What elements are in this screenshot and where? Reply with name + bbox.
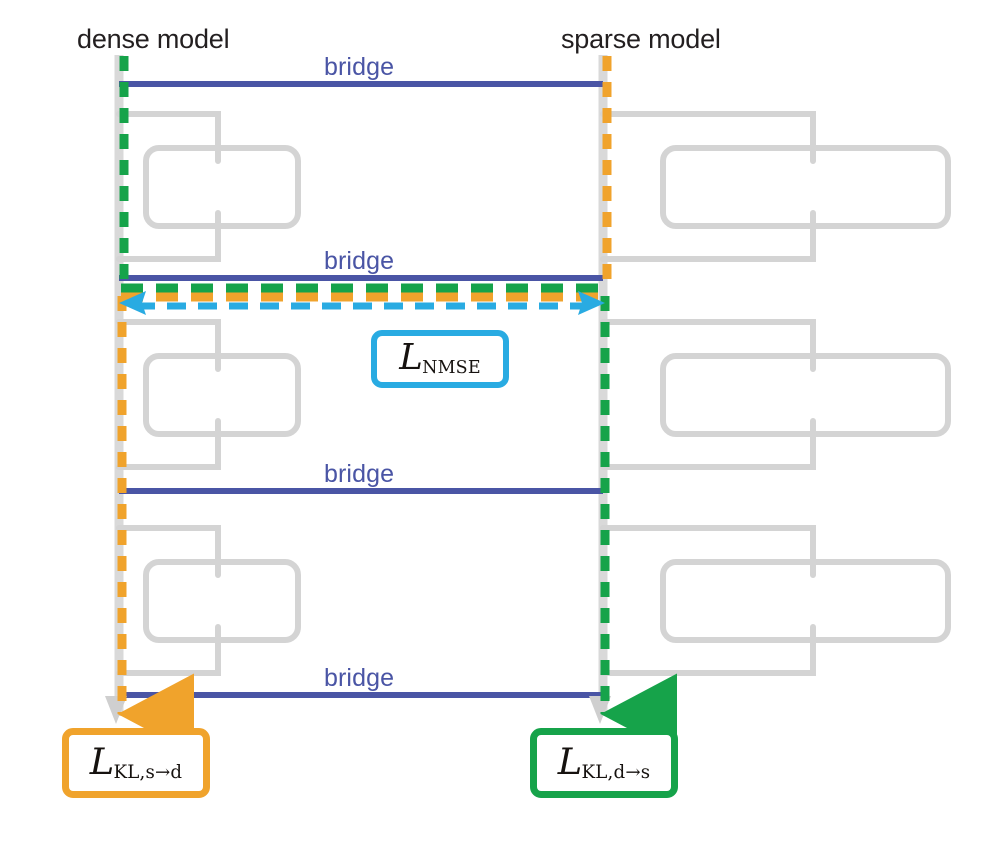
loss-kl-sd-text: LKL,s→d xyxy=(90,743,183,783)
loss-kl-ds-subscript: KL,d→s xyxy=(581,761,651,783)
exchange-cyan-line xyxy=(119,291,605,315)
nmse-arrow-right xyxy=(578,291,605,315)
dense-layer-block-1 xyxy=(116,111,301,262)
loss-nmse-text: LNMSE xyxy=(399,340,481,377)
dense-layer-block-2 xyxy=(116,319,301,470)
loss-box-kl-s-to-d: LKL,s→d xyxy=(62,728,210,798)
sparse-layer-block-2 xyxy=(600,319,951,470)
loss-kl-ds-head: L xyxy=(557,739,583,783)
loss-box-kl-d-to-s: LKL,d→s xyxy=(530,728,678,798)
loss-nmse-head: L xyxy=(399,337,423,379)
loss-box-nmse: LNMSE xyxy=(371,330,509,388)
sparse-layer-block-1 xyxy=(600,111,951,262)
sparse-layer-block-3 xyxy=(600,525,951,676)
dense-layer-block-3 xyxy=(116,525,301,676)
loss-kl-sd-subscript: KL,s→d xyxy=(113,761,183,783)
loss-kl-sd-head: L xyxy=(89,739,115,783)
nmse-arrow-left xyxy=(119,291,146,315)
loss-nmse-subscript: NMSE xyxy=(422,358,481,379)
loss-kl-ds-text: LKL,d→s xyxy=(558,743,651,783)
